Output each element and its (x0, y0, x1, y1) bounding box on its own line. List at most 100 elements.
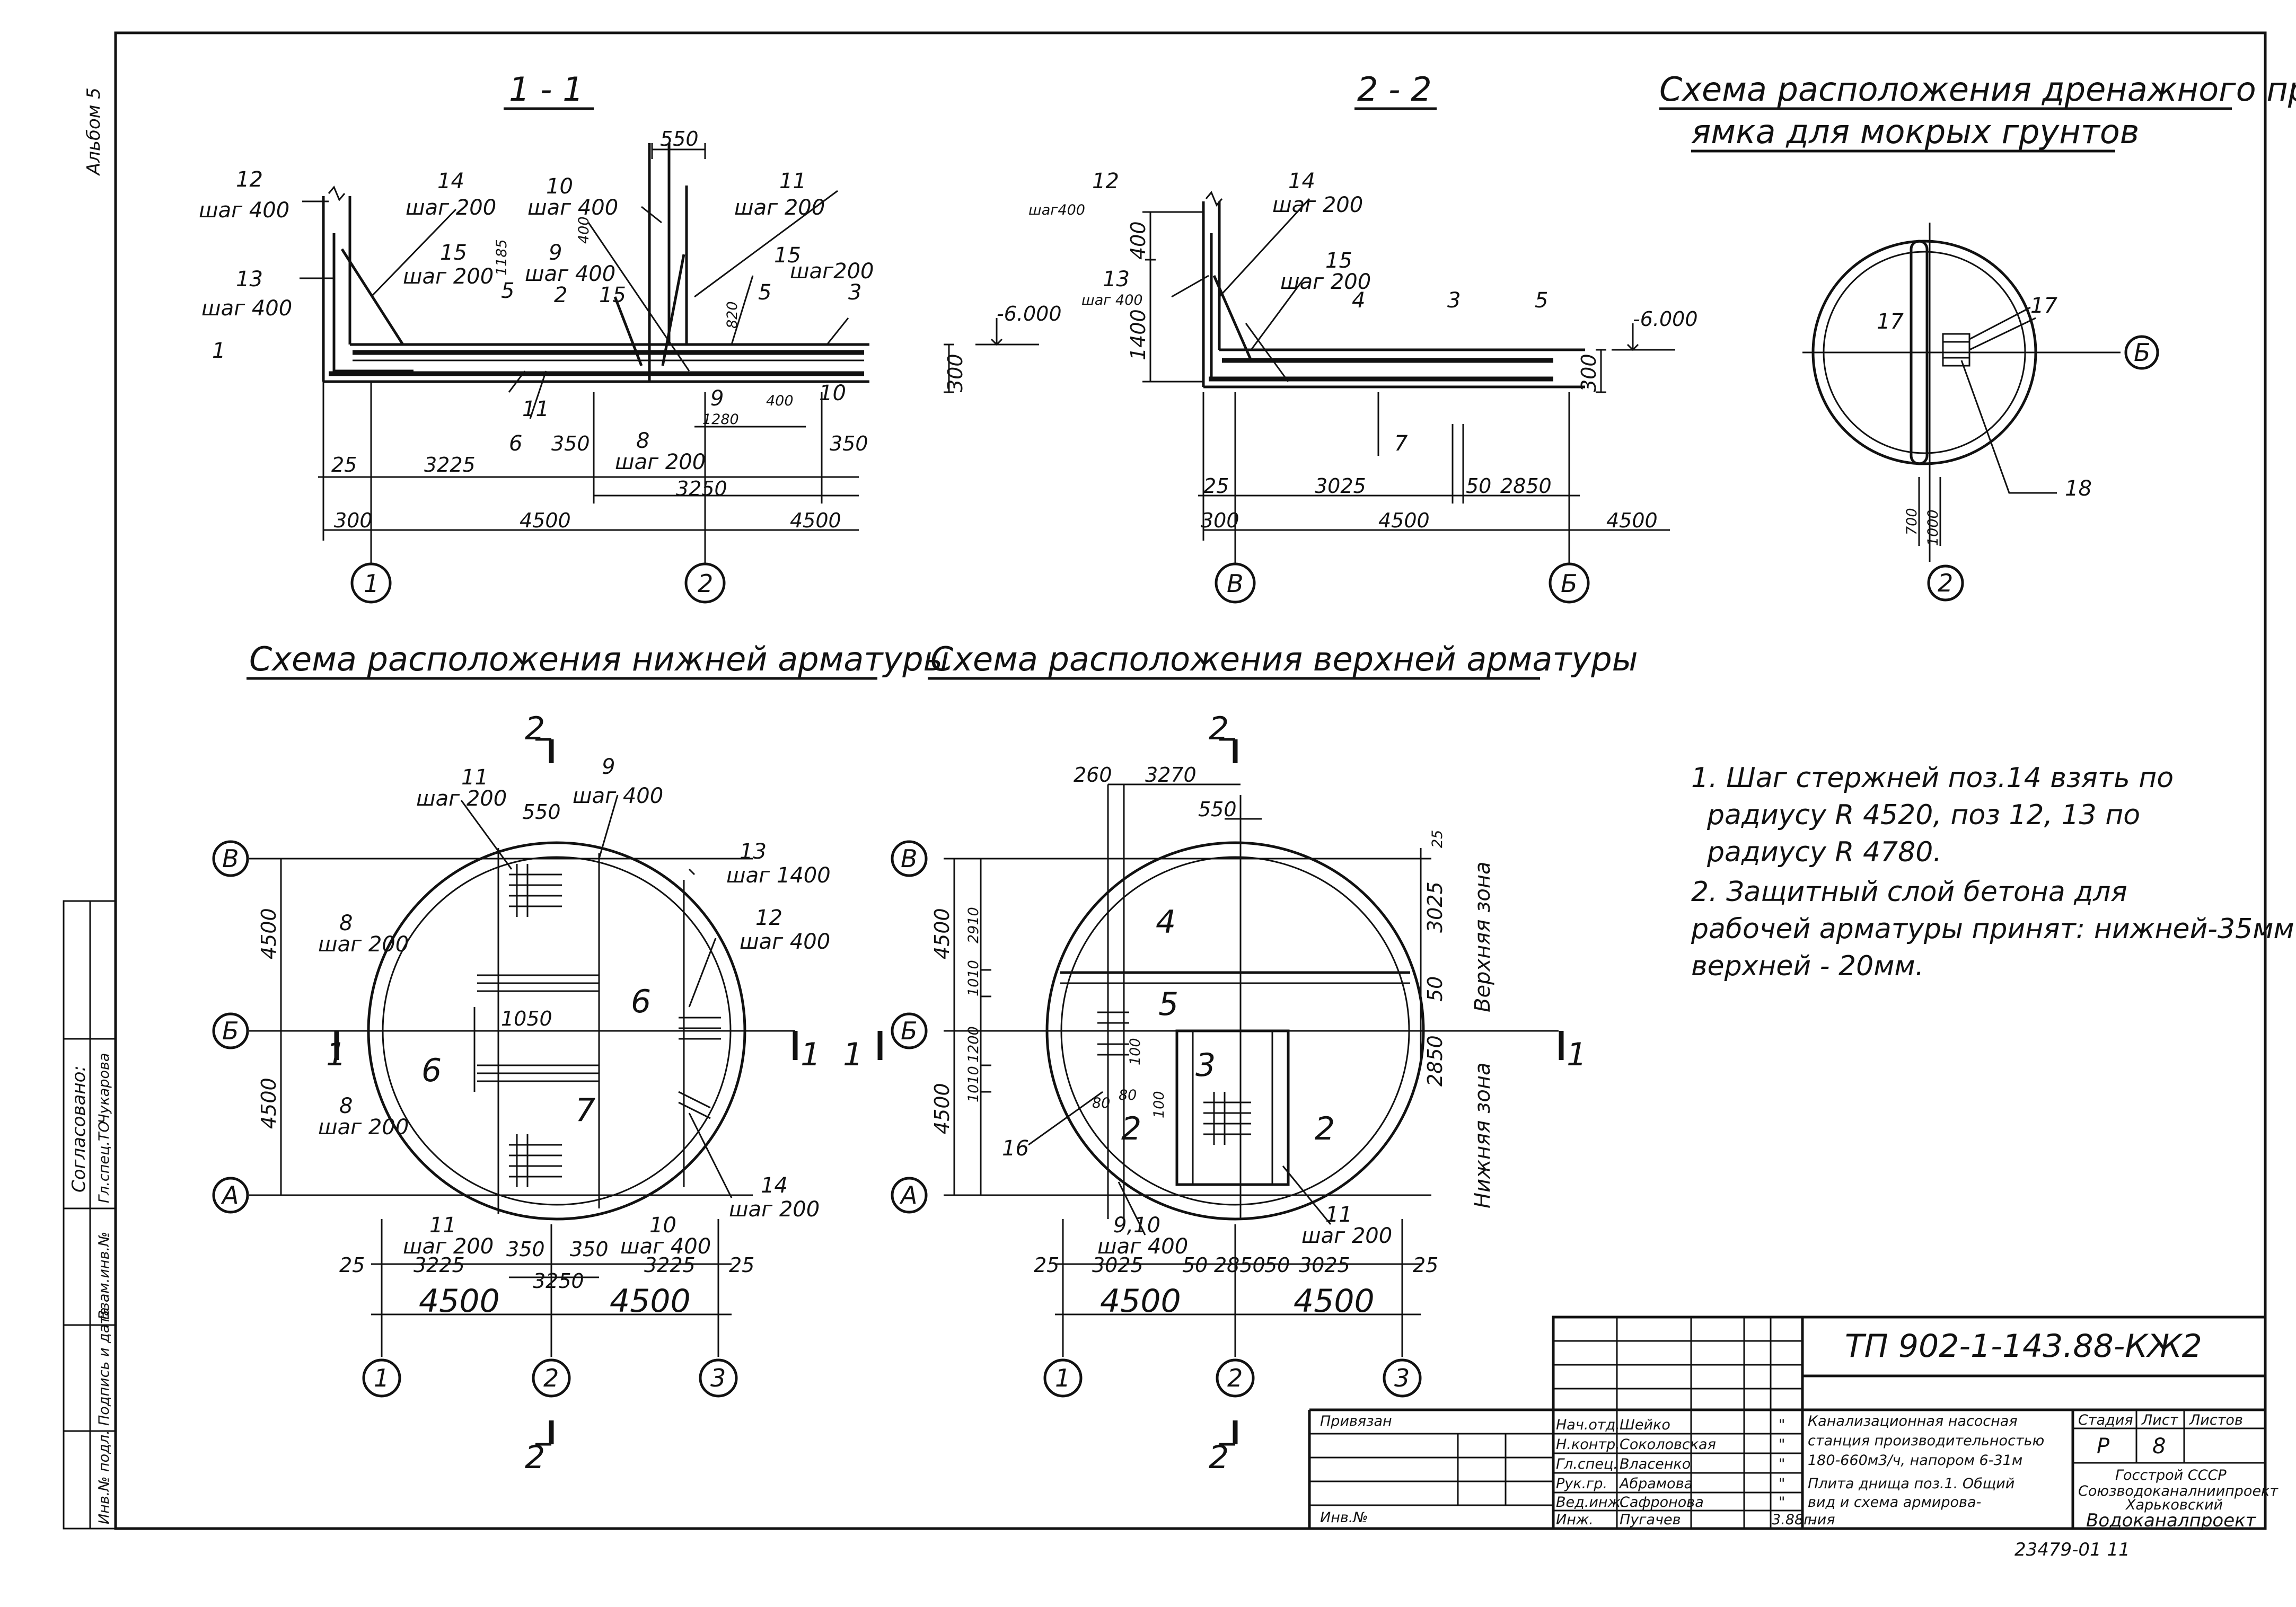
s22-axis-b: Б (1561, 569, 1578, 598)
s11-pos-15c-step: шаг200 (790, 259, 874, 284)
upper-dim-100a: 100 (1127, 1038, 1143, 1065)
upper-dim-3270: 3270 (1145, 763, 1197, 787)
s22-dim-50: 50 (1466, 474, 1491, 498)
s22-pos-4: 4 (1352, 288, 1365, 313)
drain-pit-scheme: Схема расположения дренажного при- ямка … (1659, 70, 2296, 602)
tb-sheet-title-2: вид и схема армирова- (1808, 1494, 1981, 1511)
drain-pos-17b: 17 (2030, 294, 2057, 318)
lower-pos-13-step: шаг 1400 (726, 863, 831, 888)
upper-dim-260: 260 (1074, 763, 1112, 787)
s11-pos-11b: 11 (522, 397, 549, 421)
tb-name-4: Абрамова (1618, 1476, 1693, 1492)
drain-title-line2: ямка для мокрых грунтов (1691, 112, 2139, 151)
tb-role-5: Вед.инж. (1556, 1494, 1625, 1511)
upper-dim-3025a: 3025 (1092, 1253, 1143, 1277)
drain-pos-18: 18 (2065, 476, 2092, 501)
tb-name-1: Шейко (1620, 1417, 1670, 1433)
upper-axis-v: В (901, 844, 918, 873)
album-label: Альбом 5 (83, 87, 104, 176)
tb-privyazan: Привязан (1320, 1413, 1392, 1429)
tb-date-6: 3.88г. (1772, 1512, 1816, 1528)
lower-dim-550: 550 (522, 800, 561, 824)
lower-axis-3: 3 (710, 1364, 726, 1392)
lower-pos-12: 12 (755, 906, 782, 930)
upper-title: Схема расположения верхней арматуры (930, 640, 1638, 678)
s11-dim-300: 300 (944, 354, 967, 392)
s22-pos-12-step: шаг400 (1028, 202, 1085, 218)
upper-dim-1200: 1200 (965, 1026, 982, 1063)
upper-reinforcement-plan: Схема расположения верхней арматуры (877, 640, 1638, 1446)
tb-role-6: Инж. (1556, 1512, 1594, 1528)
doc-code: ТП 902-1-143.88-КЖ2 (1845, 1328, 2202, 1365)
s22-pos-15: 15 (1325, 249, 1352, 273)
s11-pos-12: 12 (236, 167, 263, 192)
s22-pos-13-step: шаг 400 (1081, 292, 1143, 308)
s11-pos-15b: 15 (599, 283, 626, 307)
s11-dim-820: 820 (724, 301, 741, 329)
s11-pos-13: 13 (236, 267, 263, 292)
tb-name-3: Власенко (1620, 1456, 1691, 1472)
tb-project-3: 180-660м3/ч, напором 6-31м (1808, 1452, 2022, 1469)
tb-project-2: станция производительностью (1808, 1433, 2044, 1449)
upper-dim-550: 550 (1198, 798, 1237, 821)
s11-dim-4500a: 4500 (520, 509, 571, 532)
lower-pos-11b: 11 (429, 1213, 456, 1238)
lower-pos-8a: 8 (339, 911, 353, 935)
lower-pos-6a: 6 (631, 983, 651, 1020)
lower-pos-9: 9 (602, 755, 615, 779)
s22-pos-14: 14 (1288, 169, 1315, 193)
upper-pos-9-10-step: шаг 400 (1097, 1234, 1188, 1259)
upper-axis-b: Б (901, 1017, 918, 1045)
strip-replaced-inv: Взам.инв.№ (96, 1232, 112, 1320)
lower-dim-4500a: 4500 (419, 1283, 500, 1320)
note-1-line-2: радиусу R 4520, поз 12, 13 по (1706, 799, 2140, 831)
lower-cut-bottom: 2 (525, 1439, 545, 1476)
strip-agreed: Согласовано: (68, 1065, 90, 1193)
upper-axis-1: 1 (1055, 1364, 1070, 1392)
title-block-texts: ТП 902-1-143.88-КЖ2 Привязан Инв.№ Нач.о… (1320, 1328, 2279, 1560)
s22-pos-5: 5 (1535, 288, 1548, 313)
lower-axis-v: В (222, 844, 239, 873)
tb-name-2: Соколовская (1620, 1436, 1716, 1453)
lower-dim-25b: 25 (729, 1253, 754, 1277)
s11-pos-9: 9 (549, 241, 562, 265)
s11-pos-5: 5 (501, 279, 514, 303)
s11-dim-25: 25 (331, 453, 357, 476)
drain-dim-1000: 1000 (1925, 509, 1941, 546)
s11-dim-400: 400 (576, 216, 592, 244)
lower-axis-b: Б (222, 1017, 239, 1045)
s11-pos-11-step: шаг 200 (734, 196, 825, 220)
lower-pos-8b-step: шаг 200 (318, 1115, 409, 1140)
tb-date-5: " (1779, 1494, 1785, 1511)
s22-dim-3025: 3025 (1315, 474, 1366, 498)
s11-pos-10b: 10 (819, 381, 846, 405)
lower-pos-10: 10 (649, 1213, 676, 1238)
s11-pos-6: 6 (509, 431, 522, 456)
upper-dim-80a: 80 (1092, 1095, 1110, 1111)
tb-sheet-header: Лист (2141, 1412, 2179, 1428)
s11-pos-9b: 9 (710, 386, 724, 411)
s11-pos-3: 3 (848, 280, 861, 305)
s11-pos-8-step: шаг 200 (615, 450, 706, 474)
s22-dim-300b: 300 (1201, 509, 1239, 532)
tb-role-2: Н.контр. (1556, 1436, 1620, 1453)
tb-role-3: Гл.спец. (1556, 1456, 1618, 1472)
lower-reinforcement-plan: Схема расположения нижней арматуры (212, 640, 949, 1446)
strip-inv-original: Инв.№ подл. (96, 1430, 112, 1524)
s11-pos-10-step: шаг 400 (527, 196, 618, 220)
tb-archive-number: 23479-01 11 (2015, 1539, 2130, 1560)
upper-dim-25a: 25 (1034, 1253, 1059, 1277)
upper-pos-16: 16 (1002, 1136, 1029, 1161)
upper-dim-25r: 25 (1429, 830, 1446, 848)
upper-zone-2b: 2 (1315, 1110, 1335, 1147)
s22-dim-25: 25 (1203, 474, 1229, 498)
s11-dim-350b: 350 (830, 432, 868, 455)
lower-dim-1050: 1050 (501, 1007, 552, 1030)
drain-axis-b: Б (2134, 338, 2151, 367)
lower-dim-25a: 25 (339, 1253, 365, 1277)
lower-pos-11: 11 (461, 765, 488, 790)
upper-dim-3025b: 3025 (1299, 1253, 1350, 1277)
upper-zone-4: 4 (1156, 904, 1176, 941)
tb-name-5: Сафронова (1620, 1494, 1704, 1511)
